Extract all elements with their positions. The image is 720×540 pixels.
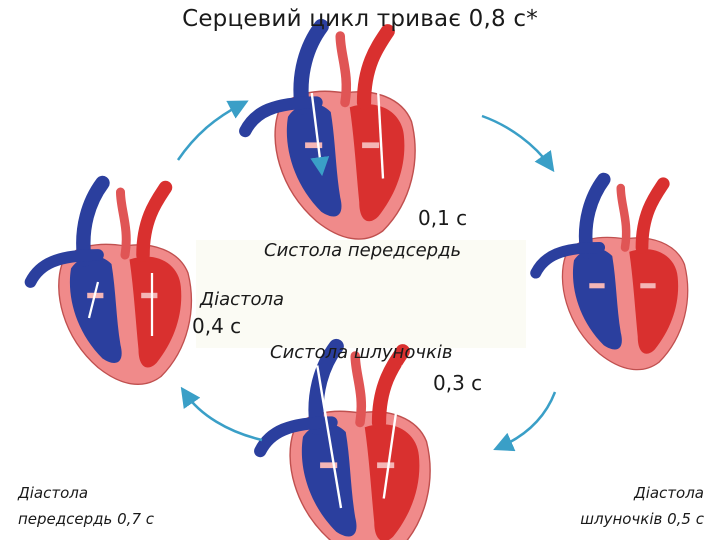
ventricular-systole-label: Систола шлуночків: [270, 342, 453, 363]
diastole-label: Діастола: [200, 289, 285, 310]
heart-illustration-top: [245, 26, 415, 239]
heart-illustration-right: [536, 180, 688, 370]
atrial-diastole-note: Діастола передсердь 0,7 с: [18, 480, 154, 532]
page-title: Серцевий цикл триває 0,8 с*: [182, 6, 538, 32]
ventricular-diastole-note: Діастола шлуночків 0,5 с: [580, 480, 704, 532]
center-panel: [196, 240, 526, 348]
cycle-arrow-top-left: [176, 100, 249, 161]
cycle-arrow-top-right: [481, 114, 555, 173]
ventricular-diastole-line1: Діастола: [633, 484, 704, 502]
cycle-arrow-bottom-left: [180, 386, 263, 442]
ventricular-systole-time: 0,3 с: [433, 371, 483, 395]
atrial-diastole-line1: Діастола: [18, 484, 89, 502]
diastole-time: 0,4 с: [192, 314, 242, 338]
cycle-arrow-bottom-right: [493, 391, 557, 452]
heart-illustration-left: [30, 183, 191, 384]
heart-illustration-bottom: [260, 347, 430, 540]
ventricular-diastole-line2: шлуночків 0,5 с: [580, 510, 704, 528]
atrial-systole-label: Систола передсердь: [264, 240, 462, 261]
atrial-diastole-line2: передсердь 0,7 с: [18, 510, 155, 528]
atrial-systole-time: 0,1 с: [418, 206, 468, 230]
